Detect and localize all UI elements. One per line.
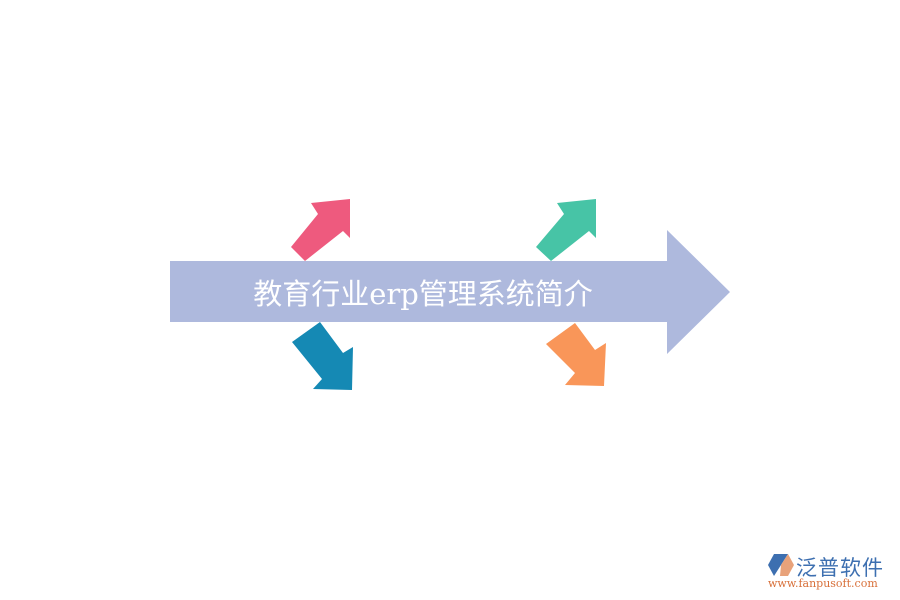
logo-icon <box>768 554 794 576</box>
arrow-up-right-green <box>536 199 596 261</box>
arrow-down-right-blue <box>292 322 353 390</box>
diagram-title: 教育行业erp管理系统简介 <box>253 277 593 311</box>
logo-url: www.fanpusoft.com <box>768 577 878 590</box>
arrow-down-right-orange <box>546 323 606 386</box>
brand-logo: 泛普软件 www.fanpusoft.com <box>768 552 896 597</box>
logo-name: 泛普软件 <box>796 556 884 580</box>
main-arrow <box>170 230 730 354</box>
arrow-up-right-pink <box>291 199 350 261</box>
